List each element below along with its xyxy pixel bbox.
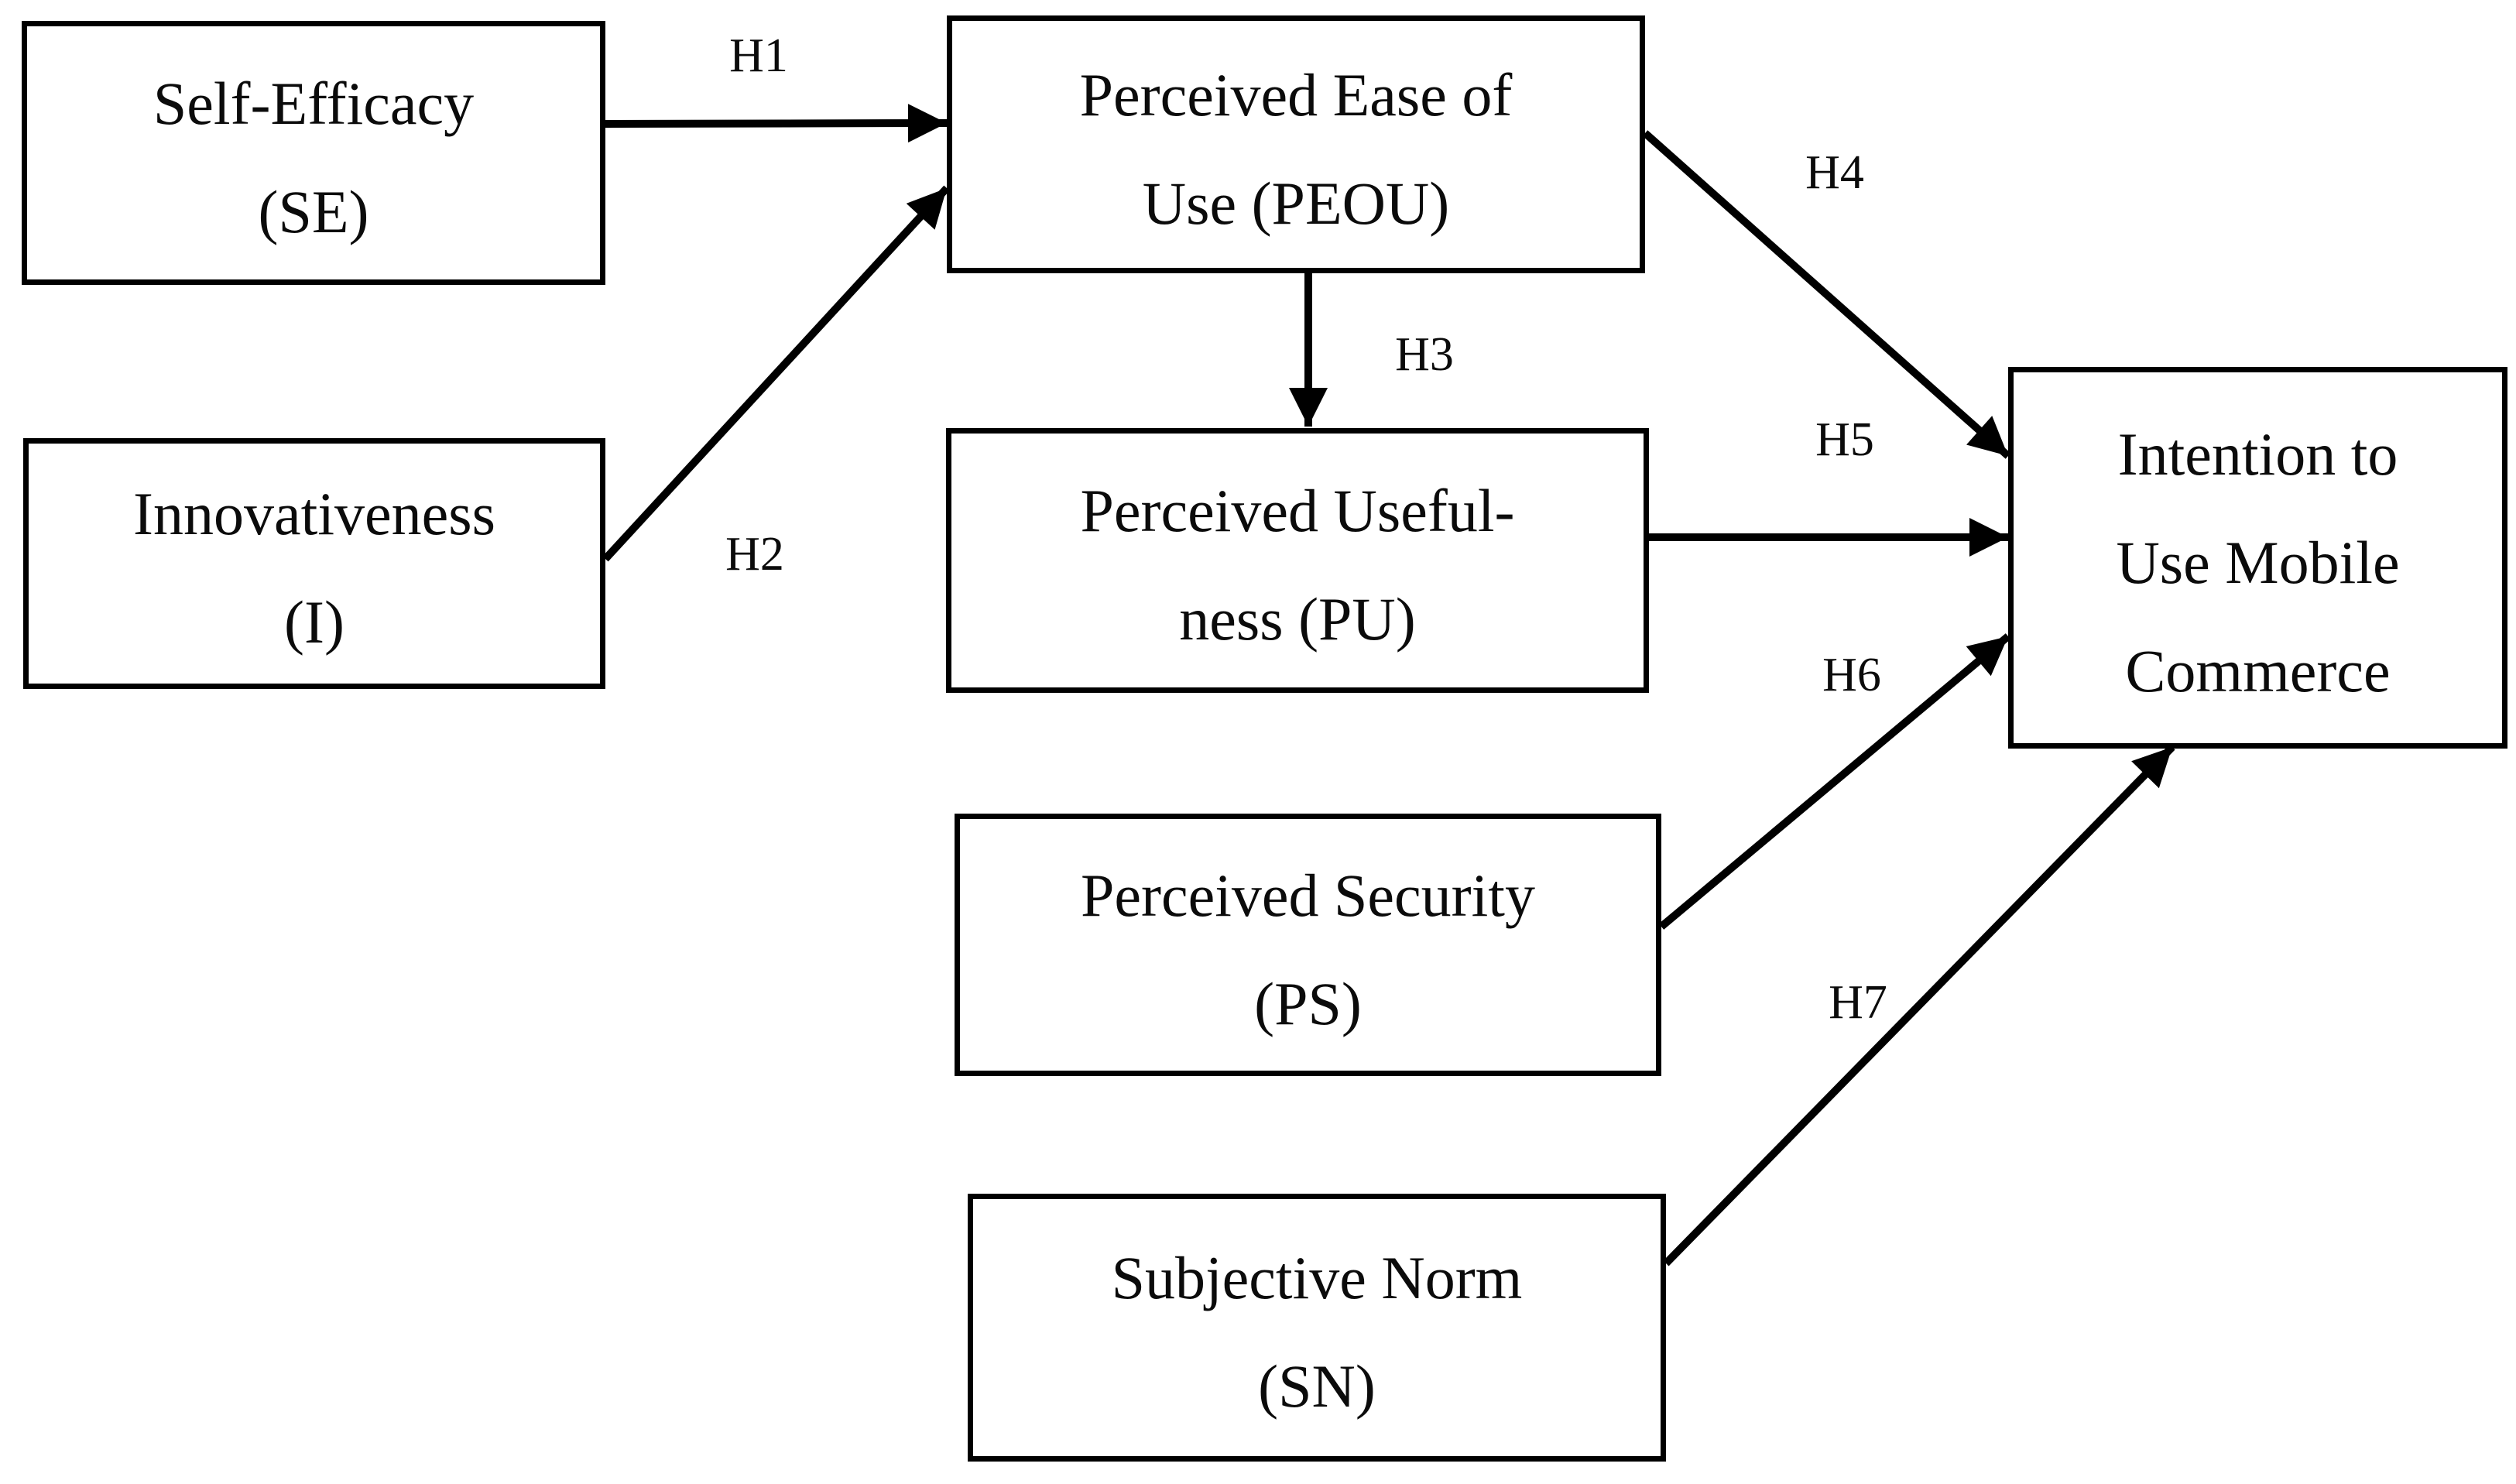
box-innovativeness-line2: (I)	[284, 588, 344, 656]
box-perceived-usefulness-line2: ness (PU)	[1179, 585, 1416, 653]
box-intention-line3: Commerce	[2125, 636, 2391, 704]
box-perceived-security-line1: Perceived Security	[1081, 861, 1535, 929]
arrow-h2-i-to-peou	[602, 185, 950, 562]
box-intention-line1: Intention to	[2117, 420, 2398, 488]
box-perceived-security-line2: (PS)	[1254, 969, 1362, 1037]
hypothesis-label-h3: H3	[1395, 328, 1454, 381]
box-perceived-usefulness-line1: Perceived Useful-	[1080, 477, 1515, 544]
box-self-efficacy: Self-Efficacy (SE)	[22, 21, 605, 285]
box-perceived-usefulness: Perceived Useful- ness (PU)	[946, 428, 1649, 693]
box-self-efficacy-line2: (SE)	[258, 177, 369, 245]
hypothesis-label-h4: H4	[1805, 146, 1864, 199]
box-subjective-norm-line1: Subjective Norm	[1111, 1244, 1523, 1311]
hypothesis-label-h5: H5	[1815, 413, 1874, 466]
box-perceived-ease-of-use: Perceived Ease of Use (PEOU)	[947, 15, 1645, 273]
box-perceived-ease-of-use-line1: Perceived Ease of	[1079, 60, 1513, 129]
box-intention-line2: Use Mobile	[2116, 528, 2400, 596]
box-intention-to-use-mobile-commerce: Intention to Use Mobile Commerce	[2008, 367, 2507, 749]
box-perceived-security: Perceived Security (PS)	[955, 814, 1661, 1076]
arrow-h6-ps-to-intention	[1658, 633, 2011, 930]
hypothesis-label-h6: H6	[1822, 649, 1881, 701]
box-self-efficacy-line1: Self-Efficacy	[153, 69, 475, 137]
hypothesis-label-h2: H2	[725, 528, 784, 581]
arrow-h4-peou-to-intention	[1642, 130, 2011, 459]
box-innovativeness: Innovativeness (I)	[23, 438, 605, 689]
box-perceived-ease-of-use-line2: Use (PEOU)	[1142, 169, 1450, 237]
box-innovativeness-line1: Innovativeness	[133, 480, 495, 547]
box-subjective-norm: Subjective Norm (SN)	[968, 1194, 1666, 1462]
arrow-h7-sn-to-intention	[1663, 744, 2175, 1266]
hypothesis-label-h7: H7	[1829, 976, 1887, 1029]
box-subjective-norm-line2: (SN)	[1258, 1352, 1376, 1420]
arrow-h1-se-to-peou	[605, 104, 948, 143]
hypothesis-label-h1: H1	[729, 29, 788, 82]
